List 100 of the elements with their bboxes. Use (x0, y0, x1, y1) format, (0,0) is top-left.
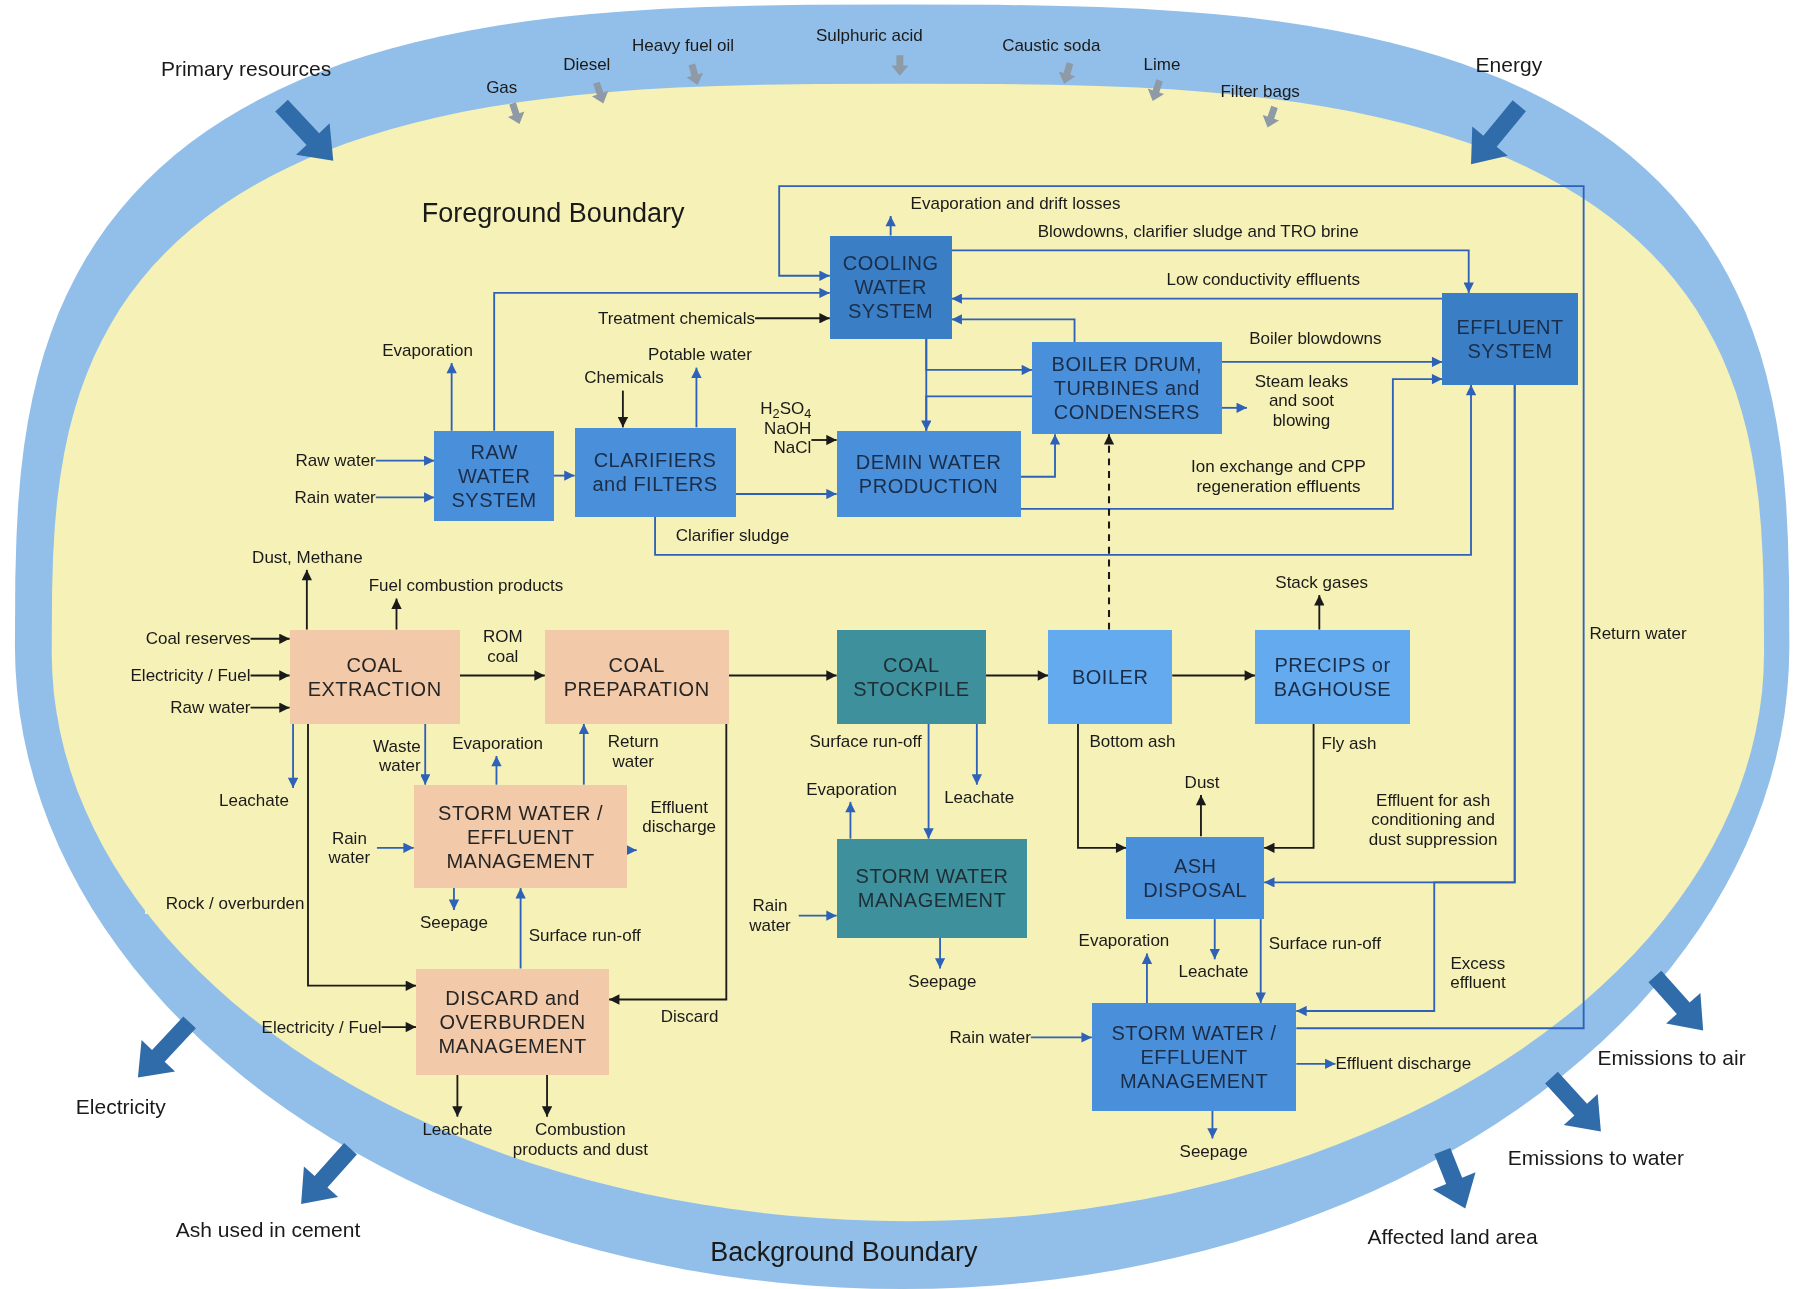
arrow (1195, 794, 1207, 838)
arrow (1019, 373, 1444, 510)
connector-line (925, 395, 1033, 432)
arrow (950, 314, 1076, 344)
arrow (452, 1073, 463, 1118)
flow-text: Evaporation and drift losses (882, 190, 1176, 217)
flow-text: Potable water (635, 342, 765, 368)
arrow (491, 755, 502, 786)
arrow (1263, 722, 1315, 853)
flow-caption: Filter bags (1220, 81, 1300, 102)
flow-text: Fuel combustion products (342, 573, 590, 599)
process-box: EFFLUENT SYSTEM (1442, 293, 1578, 385)
arrow (617, 389, 629, 429)
arrow (374, 492, 436, 503)
arrow (249, 633, 291, 644)
process-box: COAL EXTRACTION (289, 629, 460, 724)
flow-caption: Gas (486, 78, 518, 98)
arrow (391, 597, 402, 631)
arrow (1255, 918, 1266, 1004)
flow-text: Evaporation (1068, 928, 1180, 954)
flow-text: Rain water (919, 1025, 1031, 1051)
arrow (420, 722, 431, 786)
flow-text: Dust, Methane (235, 544, 380, 570)
flow-caption: Energy (1475, 52, 1543, 77)
arrow (923, 722, 934, 840)
flow-text: Stack gases (1261, 570, 1382, 596)
arrow (578, 722, 589, 786)
arrow (287, 722, 299, 790)
arrow (553, 470, 576, 481)
process-box: STORM WATER / EFFLUENT MANAGEMENT (413, 784, 628, 889)
flow-text: Chemicals (572, 365, 676, 391)
process-box: STORM WATER / EFFLUENT MANAGEMENT (1091, 1003, 1297, 1112)
boundary-title: Foreground Boundary (421, 197, 685, 229)
arrow (541, 1073, 553, 1118)
arrow (654, 383, 1477, 556)
arrow (458, 670, 546, 681)
arrow (1295, 1058, 1337, 1069)
flow-text: Leachate (1166, 959, 1261, 985)
flow-text: H$_{2}$SO$_{4}$ NaOH NaCl (744, 394, 812, 464)
arrow (446, 362, 457, 432)
process-box: CLARIFIERS and FILTERS (574, 427, 736, 518)
flow-text: Leachate (933, 784, 1026, 811)
flow-caption: Primary resources (160, 57, 332, 82)
arrow (845, 800, 856, 840)
flow-caption: Emissions to water (1507, 1145, 1684, 1170)
arrow (1207, 1110, 1218, 1140)
flow-text: Coal reserves (114, 626, 251, 652)
flow-caption: Lime (1143, 55, 1181, 75)
arrow (380, 1021, 417, 1033)
process-box: DEMIN WATER PRODUCTION (836, 430, 1021, 518)
arrow (493, 287, 831, 432)
flow-text: Electricity / Fuel (214, 1014, 382, 1041)
arrow (307, 722, 417, 991)
arrow (626, 844, 638, 856)
process-box: BOILER (1048, 629, 1173, 724)
flow-text: Rain water (741, 890, 799, 942)
arrow (1029, 1032, 1093, 1043)
arrow (249, 702, 291, 713)
flow-text: Seepage (409, 910, 499, 936)
arrow (515, 887, 526, 970)
arrow (778, 185, 1585, 1030)
arrow (754, 313, 831, 324)
arrow (1171, 670, 1256, 681)
flow-text: Seepage (896, 968, 989, 995)
process-box: BOILER DRUM, TURBINES and CONDENSERS (1032, 342, 1222, 435)
arrow (971, 722, 982, 786)
arrow (1314, 594, 1325, 631)
arrow (1077, 722, 1128, 853)
process-box: PRECIPS or BAGHOUSE (1254, 629, 1411, 724)
arrow (448, 887, 460, 911)
arrow (1209, 918, 1220, 961)
flow-text: Raw water (266, 448, 376, 474)
flow-text: Dust (1176, 770, 1228, 796)
flow-text: Combustion products and dust (505, 1117, 656, 1163)
flow-caption: Diesel (563, 55, 611, 75)
arrow (691, 366, 702, 429)
flow-text: Seepage (1166, 1138, 1261, 1165)
arrow (1141, 952, 1153, 1004)
flow-text: Evaporation (795, 776, 908, 803)
process-box: COAL PREPARATION (544, 629, 729, 724)
arrow (249, 670, 291, 681)
arrow (608, 722, 728, 1005)
edge-label: Rock / overburden (144, 894, 305, 914)
process-box: DISCARD and OVERBURDEN MANAGEMENT (416, 968, 610, 1075)
arrow (727, 670, 838, 681)
flow-text: Evaporation (370, 337, 485, 364)
flow-caption: Heavy fuel oil (632, 35, 735, 56)
flow-caption: Ash used in cement (175, 1218, 361, 1243)
flow-caption: Caustic soda (1002, 35, 1101, 56)
flow-text: Treatment chemicals (557, 305, 756, 331)
flow-text: Rain water (321, 822, 377, 874)
flow-caption: Electricity (75, 1095, 166, 1120)
arrow (885, 215, 896, 237)
process-box: RAW WATER SYSTEM (434, 430, 554, 521)
dashed-arrow (1103, 434, 1115, 630)
flow-text: Effluent discharge (1335, 1051, 1511, 1077)
flow-text: Evaporation (443, 730, 552, 757)
flow-caption: Emissions to air (1597, 1045, 1746, 1070)
flow-text: Rain water (264, 484, 376, 511)
process-box: COOLING WATER SYSTEM (829, 235, 952, 339)
